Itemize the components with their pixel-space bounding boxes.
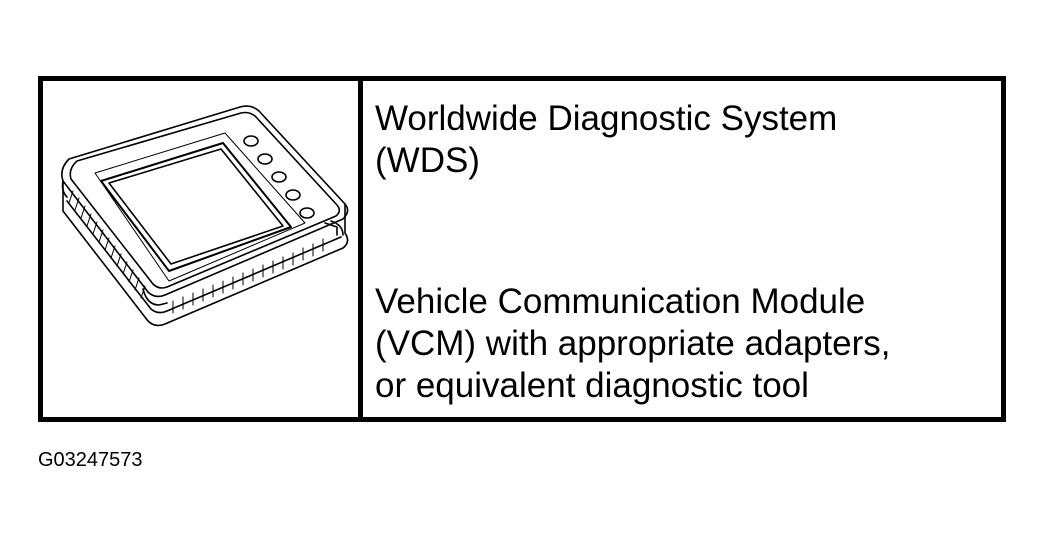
tool-entry-line: (VCM) with appropriate adapters,	[375, 324, 891, 363]
special-tools-table: Worldwide Diagnostic System (WDS) Vehicl…	[38, 76, 1006, 422]
tool-entry-line: Vehicle Communication Module	[375, 282, 866, 321]
tool-entry-wds: Worldwide Diagnostic System (WDS)	[375, 98, 837, 182]
tool-entry-line: or equivalent diagnostic tool	[375, 366, 809, 405]
tool-description-cell: Worldwide Diagnostic System (WDS) Vehicl…	[363, 81, 1001, 417]
tool-entry-line: Worldwide Diagnostic System	[375, 99, 838, 138]
tool-entry-vcm: Vehicle Communication Module (VCM) with …	[375, 281, 891, 407]
figure-id: G03247573	[38, 449, 143, 471]
tool-entry-line: (WDS)	[375, 141, 480, 180]
tool-image-cell	[43, 81, 363, 417]
diagnostic-device-icon	[61, 105, 349, 327]
